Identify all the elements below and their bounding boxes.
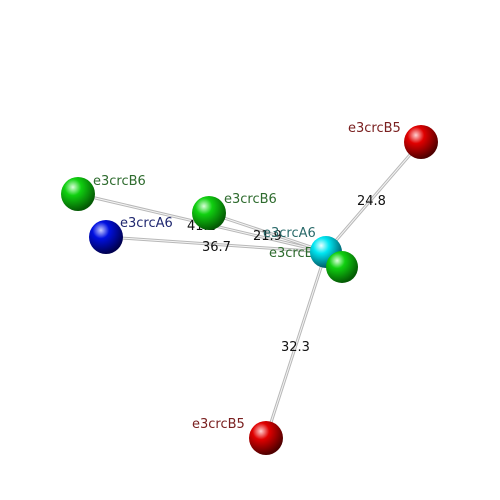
atom-label: e3crcB6 xyxy=(93,174,146,189)
atom-label: e3crcA6 xyxy=(120,216,173,231)
atom-sphere-red xyxy=(404,125,438,159)
distance-label: 32.3 xyxy=(281,340,310,355)
atom-sphere-green xyxy=(192,196,226,230)
distance-label: 36.7 xyxy=(202,240,231,255)
distance-label: 21.9 xyxy=(253,229,282,244)
atom-sphere-green xyxy=(61,177,95,211)
atom-label: e3crcB5 xyxy=(192,417,245,432)
atom-sphere-green xyxy=(326,251,358,283)
atom-label: e3crcB6 xyxy=(269,246,322,261)
distance-label: 24.8 xyxy=(357,194,386,209)
atom-sphere-blue xyxy=(89,220,123,254)
atom-sphere-red xyxy=(249,421,283,455)
atom-label: e3crcB5 xyxy=(348,121,401,136)
atom-label: e3crcB6 xyxy=(224,192,277,207)
atom-label: e3crcA6 xyxy=(263,226,316,241)
